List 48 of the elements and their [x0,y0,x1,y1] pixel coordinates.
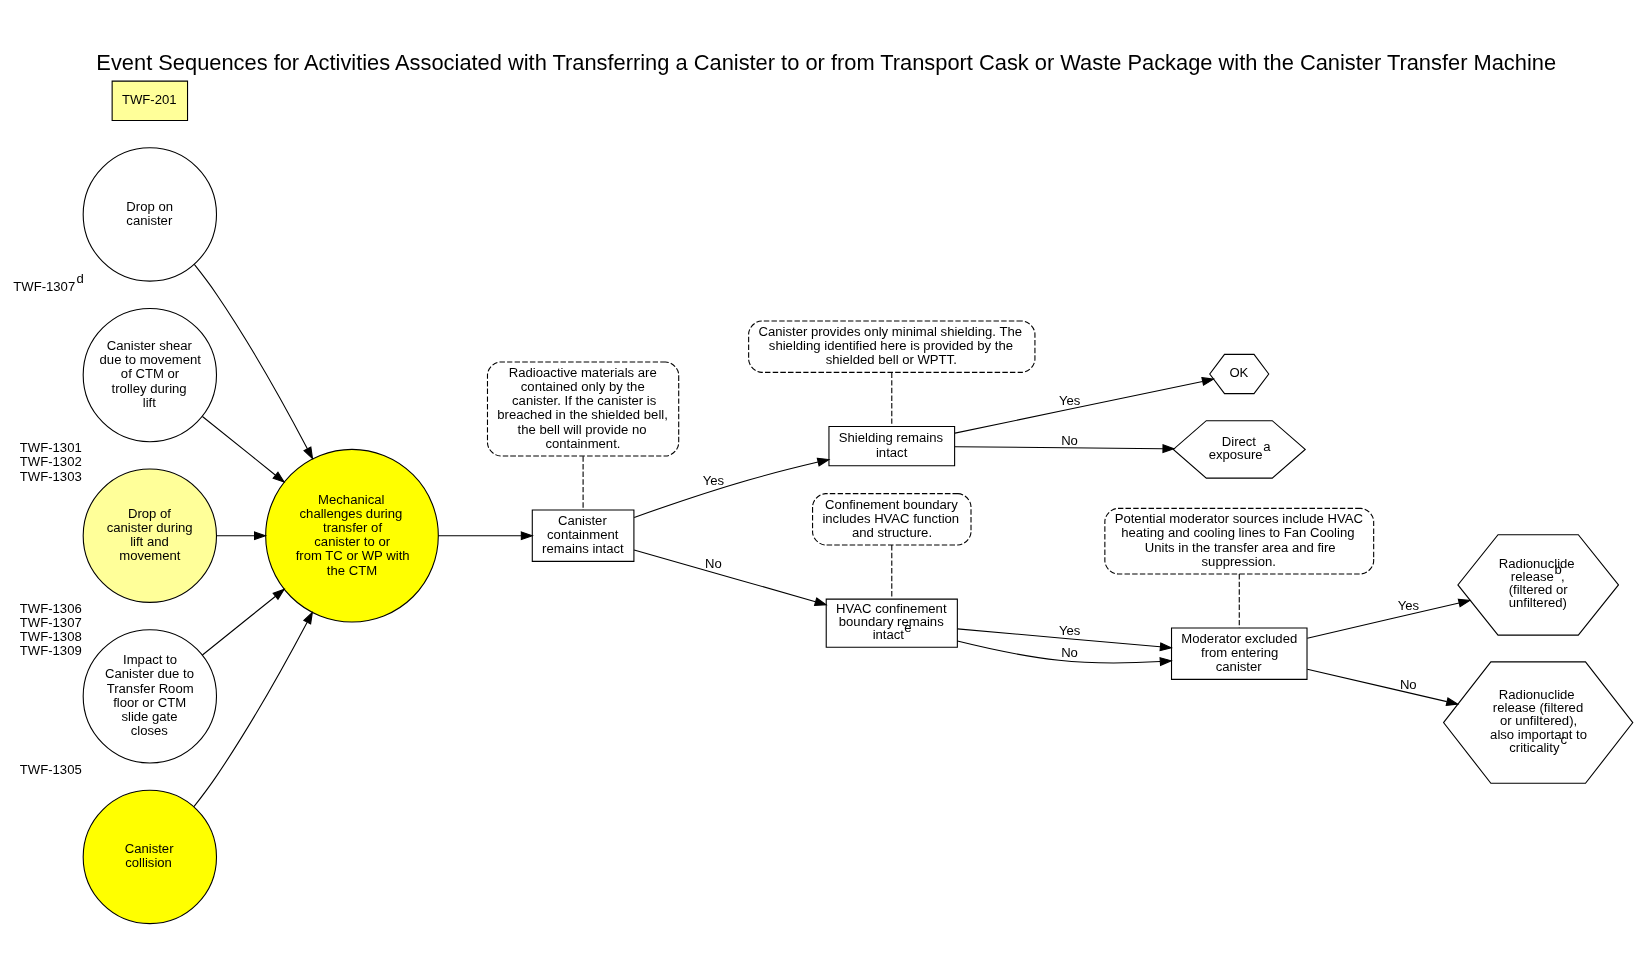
arrow [193,610,314,808]
node-box: Moderator excluded from entering canister [1170,627,1308,680]
node-label: TWF-1303 [19,468,82,484]
connector [891,544,893,600]
arrow [193,263,314,461]
diagram-title: Event Sequences for Activities Associated with Transferring a Canister to or from Transport Cask or Waste Package with the Canister Transfer Machine [96,50,1557,76]
edge-label: Yes [1397,597,1420,613]
node-box: Confinement boundary includes HVAC function and structure. [812,493,972,546]
node-box: TWF-201 [111,80,189,122]
edge-label: Yes [1058,393,1081,409]
node-label: TWF-1302 [19,454,82,470]
connector [582,455,584,511]
node-label: TWF-1306 [19,600,82,616]
node-circle: Canister shear due to movement of CTM or trolley during lift [82,307,218,443]
node-circle: Drop of canister during lift and movement [82,468,218,603]
node-box: Shielding remains intact [828,425,956,467]
arrow [201,588,286,656]
connector [891,371,893,427]
arrow [954,444,1176,454]
node-circle: Impact to Canister due to Transfer Room floor or CTM slide gate closes [82,629,218,764]
arrow [633,457,831,518]
arrow [216,531,268,541]
node-box: Potential moderator sources include HVAC heating and cooling lines to Fan Cooling Units in the transfer area and fire suppression. [1104,507,1375,575]
node-box: Canister containment remains intact [531,509,635,562]
edge-label: No [1061,644,1078,660]
edge-label: Yes [1058,622,1081,638]
node-circle: Canister collision [82,789,218,925]
node-label: TWF-1309 [19,643,82,659]
arrow [954,377,1215,434]
arrow [437,531,534,541]
edge-label: No [704,556,722,572]
node-label: TWF-1305 [19,761,82,777]
node-label: TWF-1301 [19,440,82,456]
arrow [956,628,1173,652]
edge-label: No [1399,677,1417,693]
node-circle: Drop on canister [82,147,218,282]
edge-label: No [1061,432,1078,448]
node-box: Radioactive materials are contained only by the canister. If the canister is breached in the shielded bell, the bell will provide no containment. [486,361,680,457]
node-label: TWF-1307 [19,615,82,631]
arrow [1306,598,1472,639]
arrow [956,640,1173,667]
node-box: Canister provides only minimal shielding. The shielding identified here is provided by the shielded bell or WPTT. [748,320,1036,373]
edge-label: Yes [702,473,725,489]
arrow [1306,668,1460,707]
arrow [633,549,828,606]
connector [1238,573,1240,629]
node-label: TWF-1308 [19,629,82,645]
arrow [201,415,286,484]
